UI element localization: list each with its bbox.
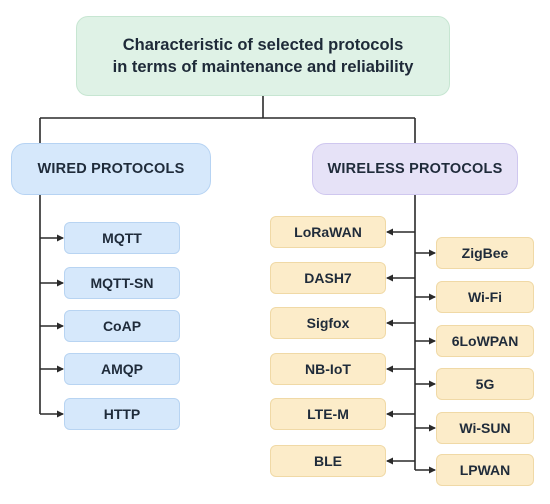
wireless-item-nb-iot: NB-IoT [270, 353, 386, 385]
wireless-protocols-category: WIRELESS PROTOCOLS [312, 143, 518, 195]
title-line-2: in terms of maintenance and reliability [112, 58, 414, 76]
diagram-title: Characteristic of selected protocols in … [76, 16, 450, 96]
wired-item-http: HTTP [64, 398, 180, 430]
wireless-item-zigbee: ZigBee [436, 237, 534, 269]
wireless-item-ble: BLE [270, 445, 386, 477]
wired-protocols-category: WIRED PROTOCOLS [11, 143, 211, 195]
wireless-item-lorawan: LoRaWAN [270, 216, 386, 248]
wired-item-mqtt-sn: MQTT-SN [64, 267, 180, 299]
wireless-item-wi-sun: Wi-SUN [436, 412, 534, 444]
wired-item-coap: CoAP [64, 310, 180, 342]
wireless-item-wifi: Wi-Fi [436, 281, 534, 313]
wireless-item-dash7: DASH7 [270, 262, 386, 294]
wired-item-mqtt: MQTT [64, 222, 180, 254]
title-line-1: Characteristic of selected protocols [122, 36, 404, 54]
wireless-item-6lowpan: 6LoWPAN [436, 325, 534, 357]
wireless-item-sigfox: Sigfox [270, 307, 386, 339]
wireless-item-lpwan: LPWAN [436, 454, 534, 486]
wired-item-amqp: AMQP [64, 353, 180, 385]
wireless-item-5g: 5G [436, 368, 534, 400]
wireless-item-lte-m: LTE-M [270, 398, 386, 430]
